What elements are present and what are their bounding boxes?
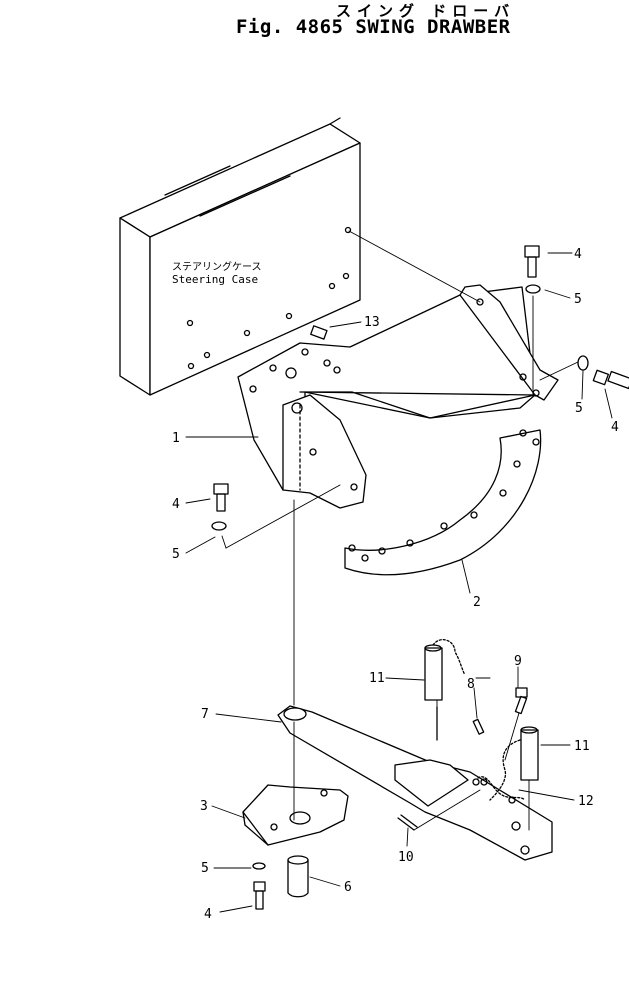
callout-4: 4 bbox=[611, 420, 619, 435]
bolt bbox=[213, 483, 229, 512]
leader-lines bbox=[185, 252, 613, 913]
bolt bbox=[253, 881, 266, 910]
plug bbox=[310, 325, 328, 340]
split-pin bbox=[397, 814, 418, 831]
swing-base-plate bbox=[242, 784, 349, 846]
callout-11: 11 bbox=[369, 671, 385, 686]
title-japanese: スイング ドローバ bbox=[336, 2, 516, 20]
callout-10: 10 bbox=[398, 850, 414, 865]
callout-11: 11 bbox=[574, 739, 590, 754]
callout-5: 5 bbox=[201, 861, 209, 876]
callout-2: 2 bbox=[473, 595, 481, 610]
case-label-english: Steering Case bbox=[172, 273, 258, 286]
drawbar bbox=[277, 705, 553, 861]
callout-3: 3 bbox=[200, 799, 208, 814]
steering-case bbox=[119, 117, 361, 396]
case-label-japanese: ステアリングケース bbox=[172, 260, 262, 273]
callout-5: 5 bbox=[574, 292, 582, 307]
callout-8: 8 bbox=[467, 677, 475, 692]
bolt bbox=[592, 369, 629, 390]
callout-1: 1 bbox=[172, 431, 180, 446]
bolt-9 bbox=[514, 687, 528, 715]
callout-9: 9 bbox=[514, 654, 522, 669]
callout-4: 4 bbox=[172, 497, 180, 512]
mounting-bracket bbox=[237, 284, 559, 509]
chained-pin bbox=[424, 639, 466, 701]
callout-5: 5 bbox=[575, 401, 583, 416]
washer bbox=[211, 284, 589, 870]
chained-pin bbox=[489, 726, 539, 801]
callout-4: 4 bbox=[204, 907, 212, 922]
callout-4: 4 bbox=[574, 247, 582, 262]
bolt bbox=[524, 245, 540, 278]
callout-5: 5 bbox=[172, 547, 180, 562]
pin bbox=[287, 855, 309, 898]
callout-6: 6 bbox=[344, 880, 352, 895]
callout-13: 13 bbox=[364, 315, 380, 330]
callout-12: 12 bbox=[578, 794, 594, 809]
figure-title: Fig. 4865 SWING DRAWBER bbox=[236, 16, 511, 38]
clip-pin bbox=[472, 718, 485, 735]
callout-7: 7 bbox=[201, 707, 209, 722]
alignment-lines bbox=[221, 230, 579, 831]
curved-rail bbox=[344, 429, 542, 576]
chain-assembly bbox=[477, 776, 526, 804]
